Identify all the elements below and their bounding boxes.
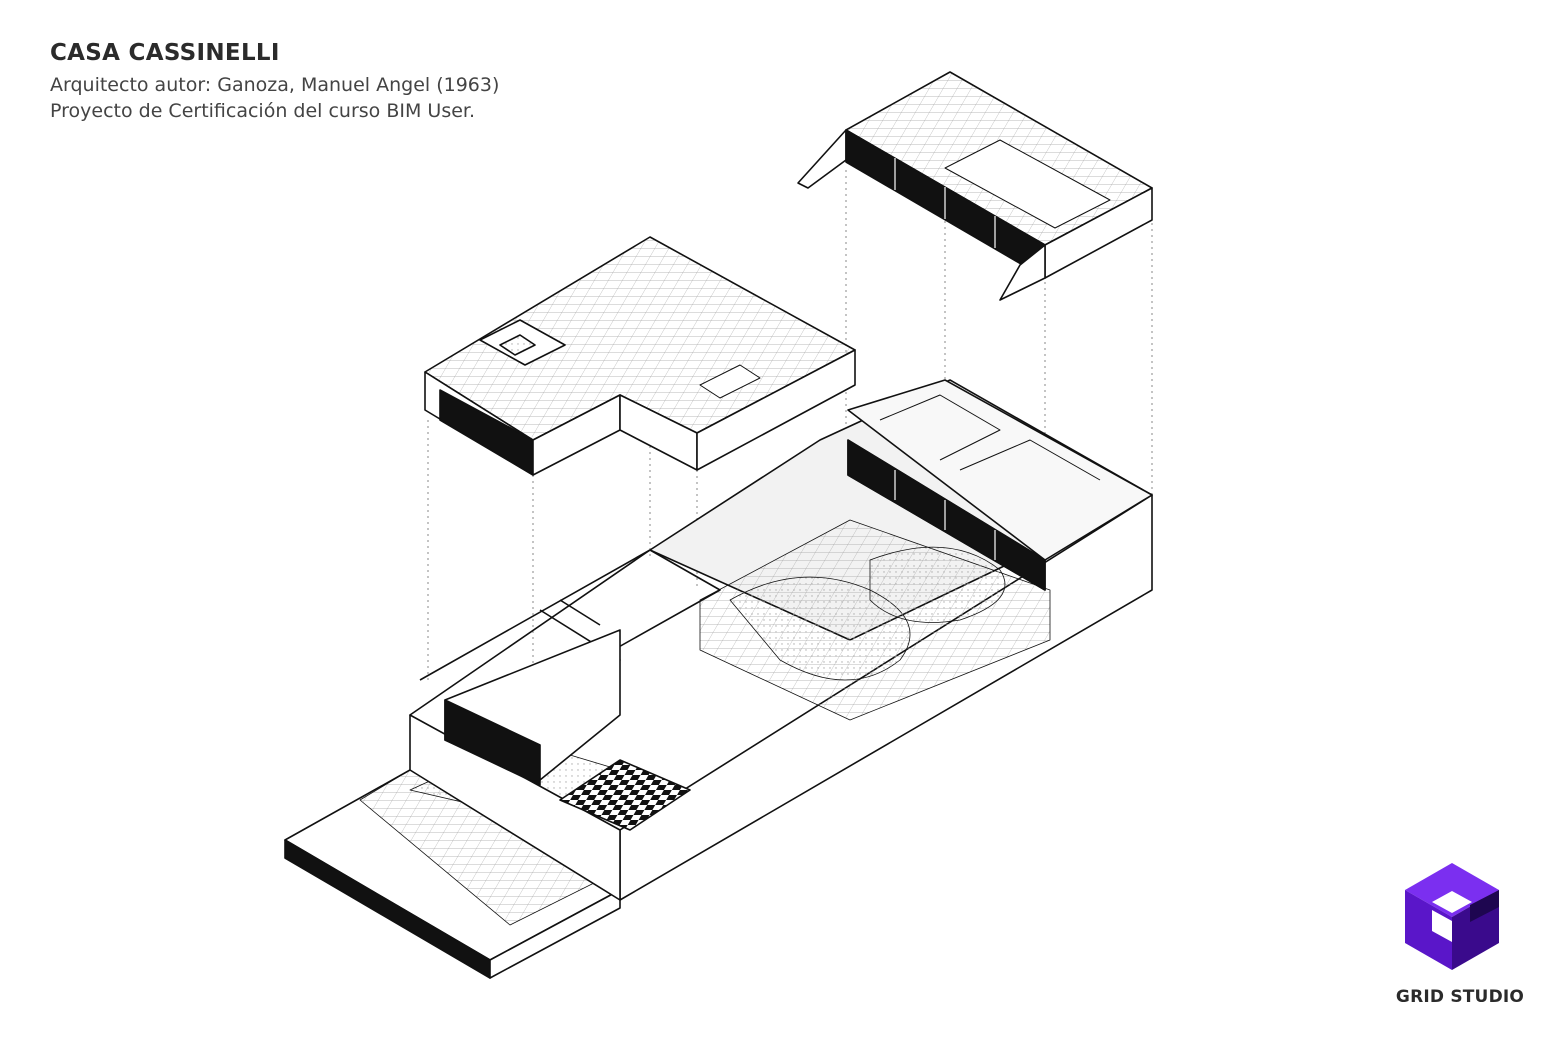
project-line: Proyecto de Certificación del curso BIM … [50,100,476,122]
brand-name: GRID STUDIO [1395,987,1525,1007]
cube-logo-icon [1405,863,1499,970]
ground-floor [409,379,1153,901]
page-title: CASA CASSINELLI [50,40,280,66]
author-line: Arquitecto autor: Ganoza, Manuel Angel (… [50,74,500,96]
roof-right [797,71,1153,301]
header: CASA CASSINELLI Arquitecto autor: Ganoza… [50,40,499,124]
roof-left [424,236,856,476]
